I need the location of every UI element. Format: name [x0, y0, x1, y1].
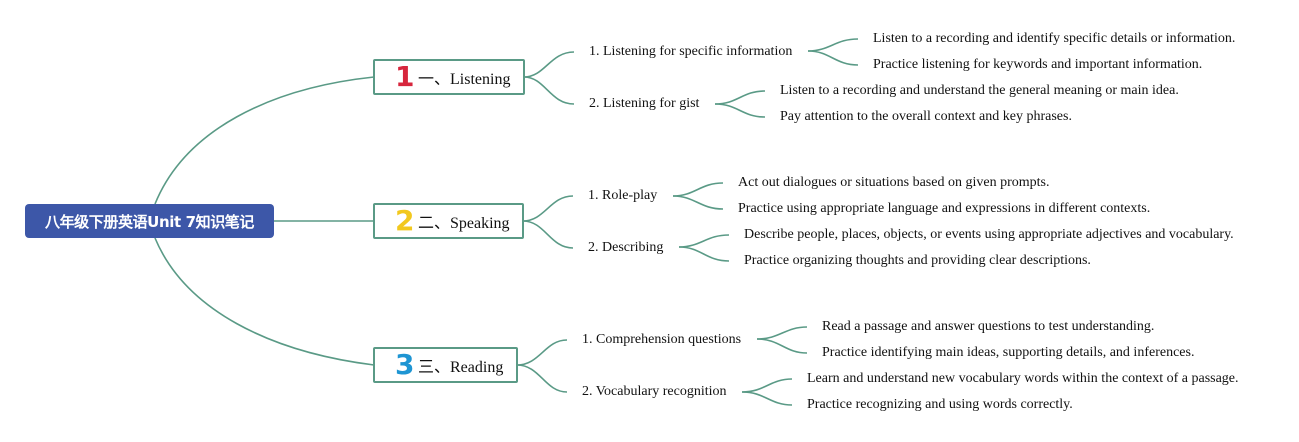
connector-leaf — [714, 103, 766, 118]
branch-label: 三、Reading — [418, 359, 504, 376]
connector-leaf — [678, 234, 730, 248]
connector-leaf — [741, 391, 793, 406]
branch-speaking[interactable]: 2 二、Speaking — [373, 203, 524, 239]
connector-leaf — [714, 90, 766, 105]
sub-reading-vocabulary[interactable]: 2. Vocabulary recognition — [582, 384, 727, 399]
sub-listening-gist[interactable]: 2. Listening for gist — [589, 96, 700, 111]
sub-listening-specific[interactable]: 1. Listening for specific information — [589, 44, 793, 59]
number-two-icon: 2 — [395, 204, 415, 237]
connector-leaf — [756, 338, 808, 354]
connector-reading-sub2 — [516, 364, 568, 393]
root-node[interactable]: 八年级下册英语Unit 7知识笔记 — [25, 204, 274, 238]
leaf-item[interactable]: Practice recognizing and using words cor… — [807, 397, 1073, 412]
leaf-item[interactable]: Act out dialogues or situations based on… — [738, 175, 1050, 190]
connector-root-listening — [154, 76, 375, 205]
branch-listening[interactable]: 1 一、Listening — [373, 59, 525, 95]
sub-speaking-describing[interactable]: 2. Describing — [588, 240, 664, 255]
branch-label: 一、Listening — [418, 71, 511, 88]
connector-leaf — [741, 378, 793, 393]
connector-speaking-sub1 — [522, 195, 574, 222]
root-label: 八年级下册英语Unit 7知识笔记 — [44, 212, 255, 231]
leaf-item[interactable]: Practice using appropriate language and … — [738, 201, 1151, 216]
leaf-item[interactable]: Practice listening for keywords and impo… — [873, 57, 1203, 72]
connector-leaf — [807, 38, 859, 52]
connector-speaking-sub2 — [522, 220, 574, 249]
leaf-item[interactable]: Listen to a recording and identify speci… — [873, 31, 1236, 46]
leaf-item[interactable]: Describe people, places, objects, or eve… — [744, 227, 1234, 242]
number-three-icon: 3 — [395, 348, 415, 381]
leaf-item[interactable]: Learn and understand new vocabulary word… — [807, 371, 1239, 386]
connector-leaf — [672, 182, 724, 197]
leaf-item[interactable]: Practice organizing thoughts and providi… — [744, 253, 1091, 268]
connector-listening-sub1 — [523, 51, 575, 78]
branch-reading[interactable]: 3 三、Reading — [373, 347, 518, 383]
connector-listening-sub2 — [523, 76, 575, 105]
leaf-item[interactable]: Practice identifying main ideas, support… — [822, 345, 1195, 360]
connector-reading-sub1 — [516, 339, 568, 366]
number-one-icon: 1 — [395, 60, 415, 93]
leaf-item[interactable]: Listen to a recording and understand the… — [780, 83, 1179, 98]
connector-leaf — [672, 195, 724, 210]
connector-root-reading — [154, 237, 375, 366]
connector-leaf — [678, 246, 730, 262]
sub-reading-comprehension[interactable]: 1. Comprehension questions — [582, 332, 742, 347]
connector-leaf — [756, 326, 808, 340]
leaf-item[interactable]: Pay attention to the overall context and… — [780, 109, 1072, 124]
connector-leaf — [807, 50, 859, 66]
sub-speaking-roleplay[interactable]: 1. Role-play — [588, 188, 658, 203]
branch-label: 二、Speaking — [418, 215, 510, 232]
leaf-item[interactable]: Read a passage and answer questions to t… — [822, 319, 1155, 334]
